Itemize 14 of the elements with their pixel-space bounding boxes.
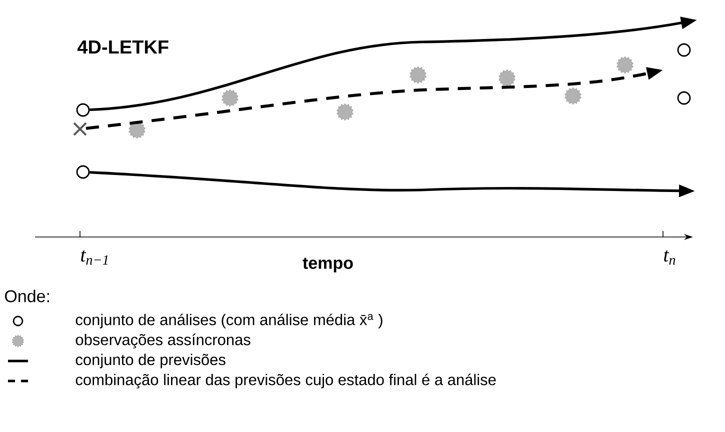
analysis-circle [677,91,691,105]
cross-mark [73,122,87,136]
legend-item: conjunto de análises (com análise média x̄$^{a}$ ) [12,314,382,328]
axis-label: t$_{n−1}$ [81,250,108,265]
analysis-circle [677,43,691,57]
analysis-circle [76,165,90,179]
legend-heading: Onde: [5,290,49,302]
axis-label: t$_{n}$ [664,250,676,265]
legend-item: observações assíncronas [12,334,250,348]
legend-item: conjunto de previsões [8,354,226,368]
legend-item: combinação linear das previsões cujo estado final é a análise [6,374,496,388]
axis-title: tempo [302,258,353,272]
diagram-title: 4D-LETKF [77,40,168,54]
analysis-circle [76,103,90,117]
